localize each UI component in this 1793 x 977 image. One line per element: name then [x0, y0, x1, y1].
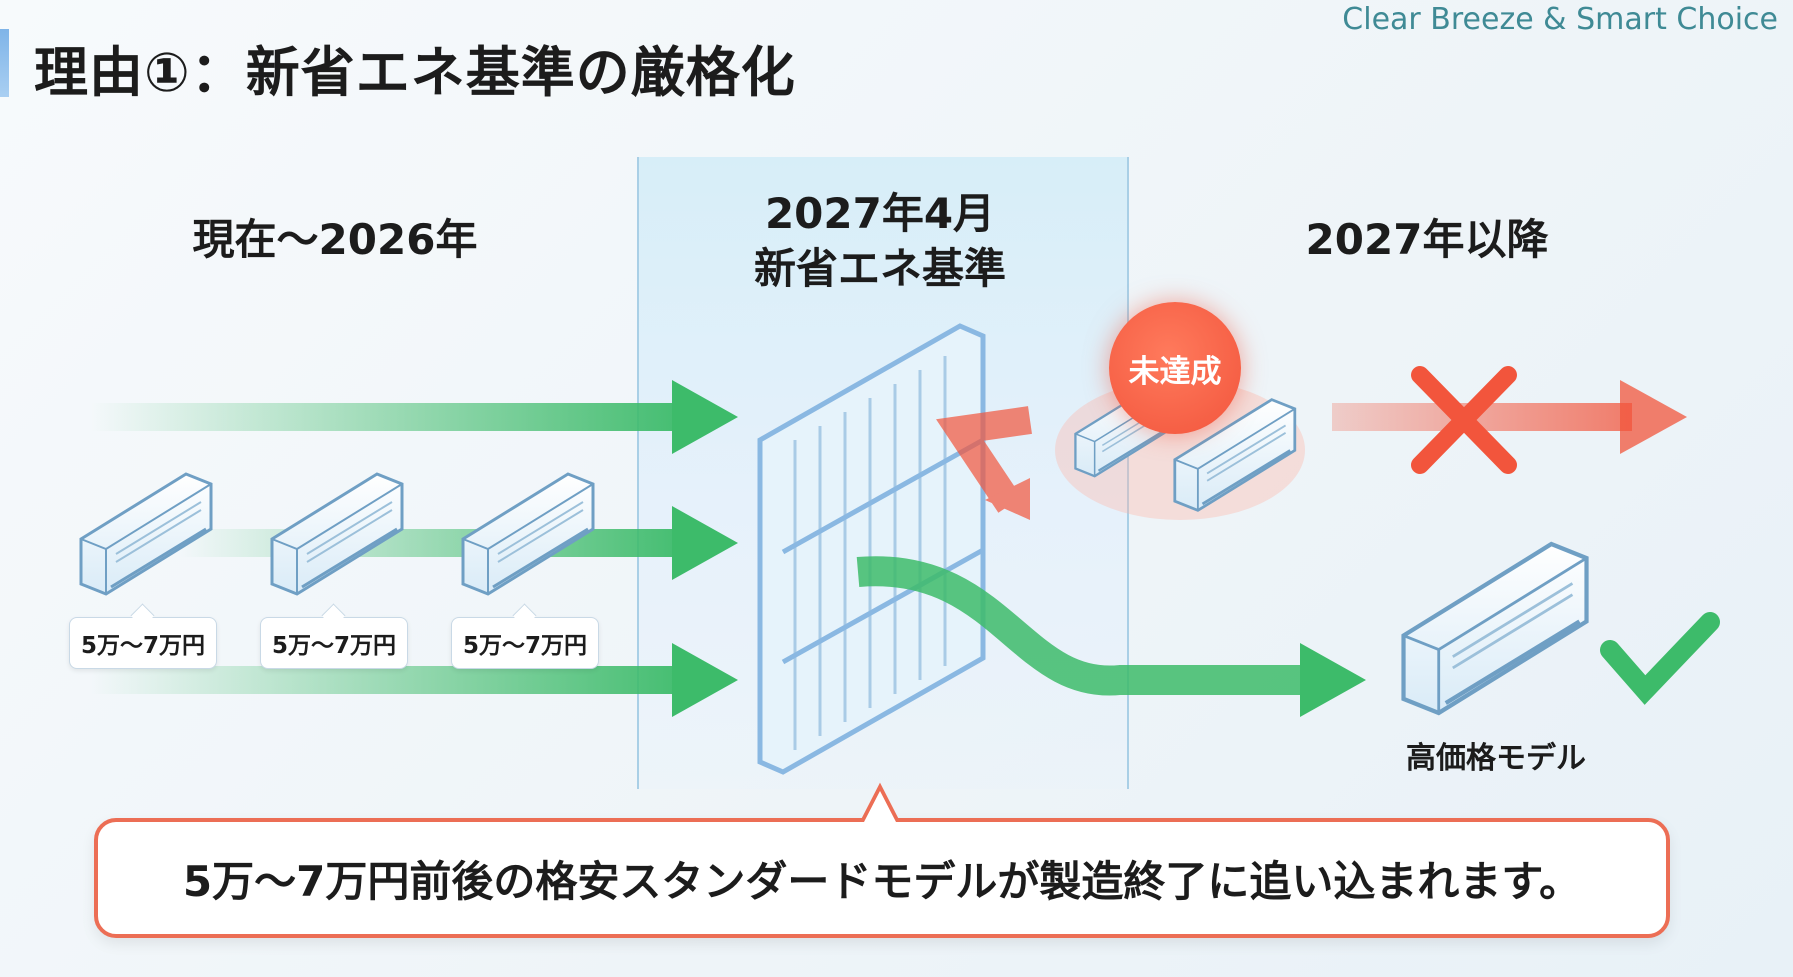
price-tag: 5万〜7万円	[260, 617, 408, 669]
price-tag: 5万〜7万円	[69, 617, 217, 669]
phase-standard-date: 2027年4月	[764, 189, 996, 238]
price-tag: 5万〜7万円	[451, 617, 599, 669]
green-arrow-bottom	[91, 643, 738, 717]
aircon-icon	[79, 472, 213, 596]
phase-after-label: 2027年以降	[1305, 215, 1549, 264]
title-accent-bar	[0, 29, 9, 97]
red-blocked-arrow	[1332, 380, 1687, 454]
phase-standard-name: 新省エネ基準	[753, 244, 1007, 293]
brand-text: Clear Breeze & Smart Choice	[1342, 2, 1778, 37]
callout-box: 5万〜7万円前後の格安スタンダードモデルが製造終了に追い込まれます。	[94, 818, 1670, 938]
failed-aircon-icons	[1055, 380, 1305, 520]
green-arrow-middle	[180, 506, 738, 580]
green-arrow-top	[91, 380, 738, 454]
green-curved-arrow	[856, 556, 1366, 717]
fail-badge: 未達成	[1109, 302, 1241, 434]
check-icon	[1600, 612, 1720, 705]
phase-current-label: 現在〜2026年	[192, 215, 478, 264]
page-title: 理由①：新省エネ基準の厳格化	[34, 41, 796, 104]
aircon-icon	[270, 472, 404, 596]
aircon-icon	[461, 472, 595, 596]
red-bounce-arrow	[936, 406, 1032, 520]
premium-aircon-icon	[1404, 544, 1587, 713]
cross-icon	[1411, 366, 1517, 474]
filter-barrier-icon	[757, 323, 986, 775]
premium-model-label: 高価格モデル	[1406, 741, 1586, 776]
